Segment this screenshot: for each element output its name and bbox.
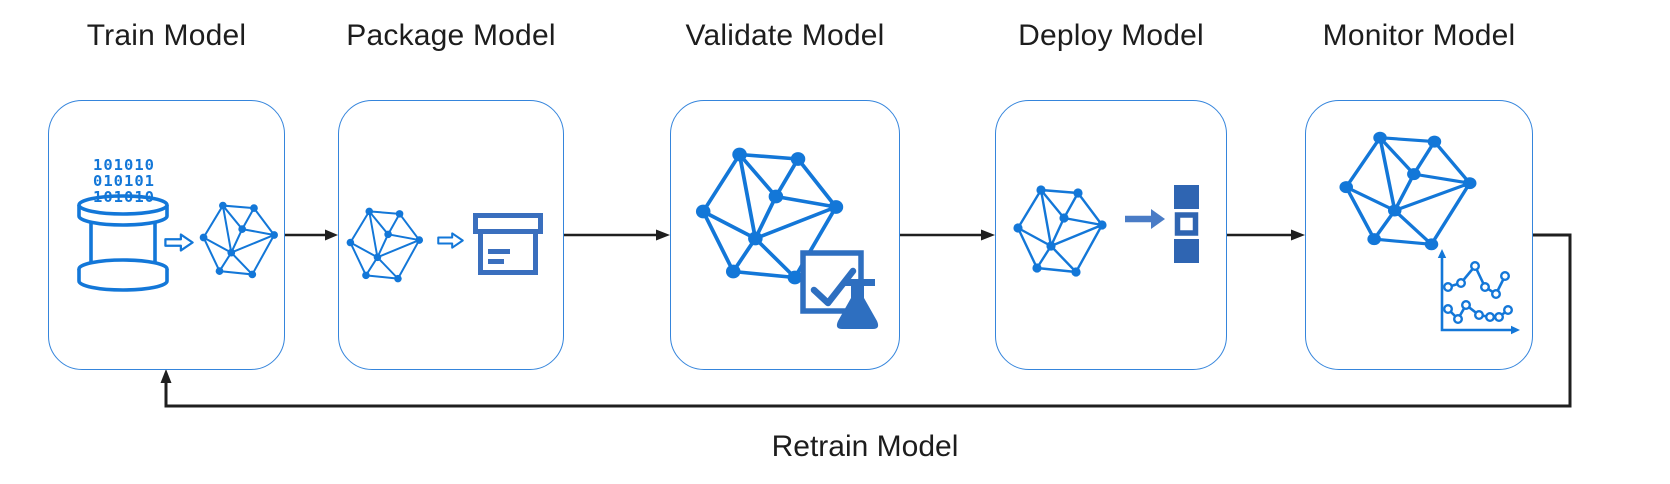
stage-box-train: 101010 010101 101010 bbox=[48, 100, 285, 370]
hollow-arrow-right-icon bbox=[164, 233, 194, 252]
svg-text:010101: 010101 bbox=[93, 172, 155, 190]
stage-title-train: Train Model bbox=[86, 19, 247, 52]
package-box-icon bbox=[473, 213, 543, 275]
arrow-validate-to-deploy bbox=[900, 229, 995, 241]
arrow-train-to-package bbox=[285, 229, 338, 241]
model-network-icon bbox=[198, 200, 279, 280]
binary-database-icon: 101010 010101 101010 bbox=[77, 157, 169, 292]
svg-text:101010: 101010 bbox=[93, 188, 155, 206]
check-square-icon bbox=[800, 250, 879, 329]
model-network-icon bbox=[345, 206, 425, 284]
flask-icon bbox=[836, 279, 879, 329]
stage-title-deploy: Deploy Model bbox=[1018, 19, 1204, 52]
stage-box-validate bbox=[670, 100, 900, 370]
stage-title-package: Package Model bbox=[346, 19, 556, 52]
arrow-deploy-to-monitor bbox=[1227, 229, 1305, 241]
stage-box-monitor bbox=[1305, 100, 1533, 370]
arrow-package-to-validate bbox=[564, 229, 670, 241]
retrain-label: Retrain Model bbox=[771, 430, 959, 463]
hollow-arrow-right-icon bbox=[437, 232, 464, 249]
metrics-chart-icon bbox=[1437, 249, 1520, 335]
solid-arrow-right-icon bbox=[1125, 209, 1165, 229]
stage-title-monitor: Monitor Model bbox=[1322, 19, 1516, 52]
stage-box-package bbox=[338, 100, 564, 370]
stage-box-deploy bbox=[995, 100, 1227, 370]
container-stack-icon bbox=[1174, 185, 1199, 263]
model-network-icon bbox=[1012, 184, 1108, 278]
svg-text:101010: 101010 bbox=[93, 157, 155, 174]
model-network-icon bbox=[1337, 129, 1479, 253]
stage-title-validate: Validate Model bbox=[685, 19, 885, 52]
